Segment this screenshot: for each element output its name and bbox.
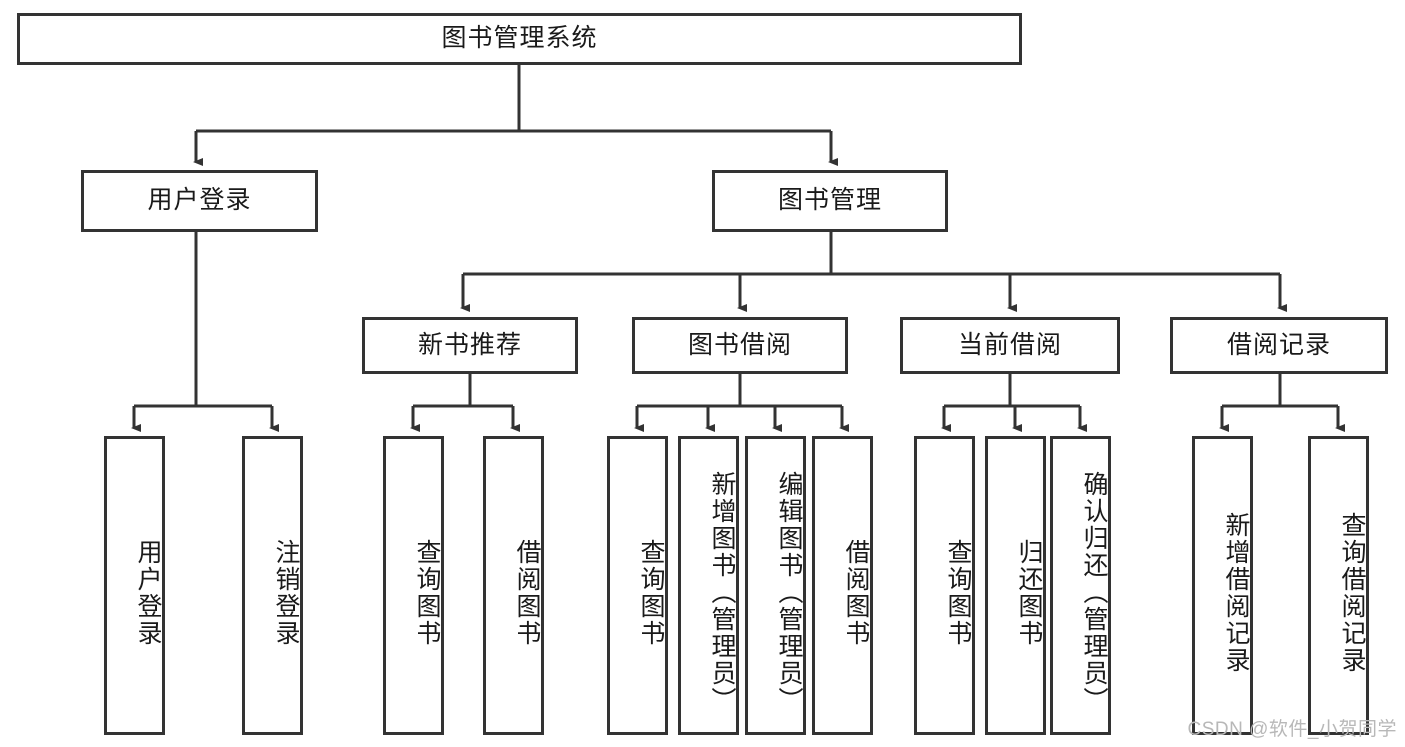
- leaf-user-login-login[interactable]: 用户登录: [104, 436, 165, 735]
- node-current-borrow[interactable]: 当前借阅: [900, 317, 1120, 374]
- node-user-login[interactable]: 用户登录: [81, 170, 318, 232]
- leaf-label: 借阅图书: [842, 538, 870, 647]
- leaf-label: 查询借阅记录: [1338, 511, 1366, 674]
- leaf-label: 归还图书: [1015, 538, 1043, 647]
- leaf-new-book-query[interactable]: 查询图书: [383, 436, 444, 735]
- leaf-label: 编辑图书（管理员）: [775, 471, 803, 714]
- leaf-book-borrow-add[interactable]: 新增图书（管理员）: [678, 436, 739, 735]
- watermark-text: CSDN @软件_小贺同学: [1187, 719, 1397, 740]
- leaf-label: 查询图书: [944, 538, 972, 647]
- leaf-label: 用户登录: [134, 538, 162, 647]
- leaf-new-book-borrow[interactable]: 借阅图书: [483, 436, 544, 735]
- leaf-label: 查询图书: [637, 538, 665, 647]
- leaf-current-borrow-confirm-return[interactable]: 确认归还（管理员）: [1050, 436, 1111, 735]
- leaf-book-borrow-query[interactable]: 查询图书: [607, 436, 668, 735]
- node-new-book-recommend[interactable]: 新书推荐: [362, 317, 578, 374]
- leaf-user-login-logout[interactable]: 注销登录: [242, 436, 303, 735]
- leaf-borrow-record-query[interactable]: 查询借阅记录: [1308, 436, 1369, 735]
- node-borrow-record[interactable]: 借阅记录: [1170, 317, 1388, 374]
- leaf-current-borrow-query[interactable]: 查询图书: [914, 436, 975, 735]
- leaf-book-borrow-edit[interactable]: 编辑图书（管理员）: [745, 436, 806, 735]
- node-book-borrow[interactable]: 图书借阅: [632, 317, 848, 374]
- leaf-label: 借阅图书: [513, 538, 541, 647]
- node-root-system[interactable]: 图书管理系统: [17, 13, 1022, 65]
- leaf-label: 查询图书: [413, 538, 441, 647]
- leaf-label: 新增借阅记录: [1222, 511, 1250, 674]
- leaf-label: 新增图书（管理员）: [708, 471, 736, 714]
- leaf-borrow-record-add[interactable]: 新增借阅记录: [1192, 436, 1253, 735]
- leaf-book-borrow-borrow[interactable]: 借阅图书: [812, 436, 873, 735]
- leaf-label: 注销登录: [272, 538, 300, 647]
- leaf-label: 确认归还（管理员）: [1080, 471, 1108, 714]
- leaf-current-borrow-return[interactable]: 归还图书: [985, 436, 1046, 735]
- node-book-management[interactable]: 图书管理: [712, 170, 948, 232]
